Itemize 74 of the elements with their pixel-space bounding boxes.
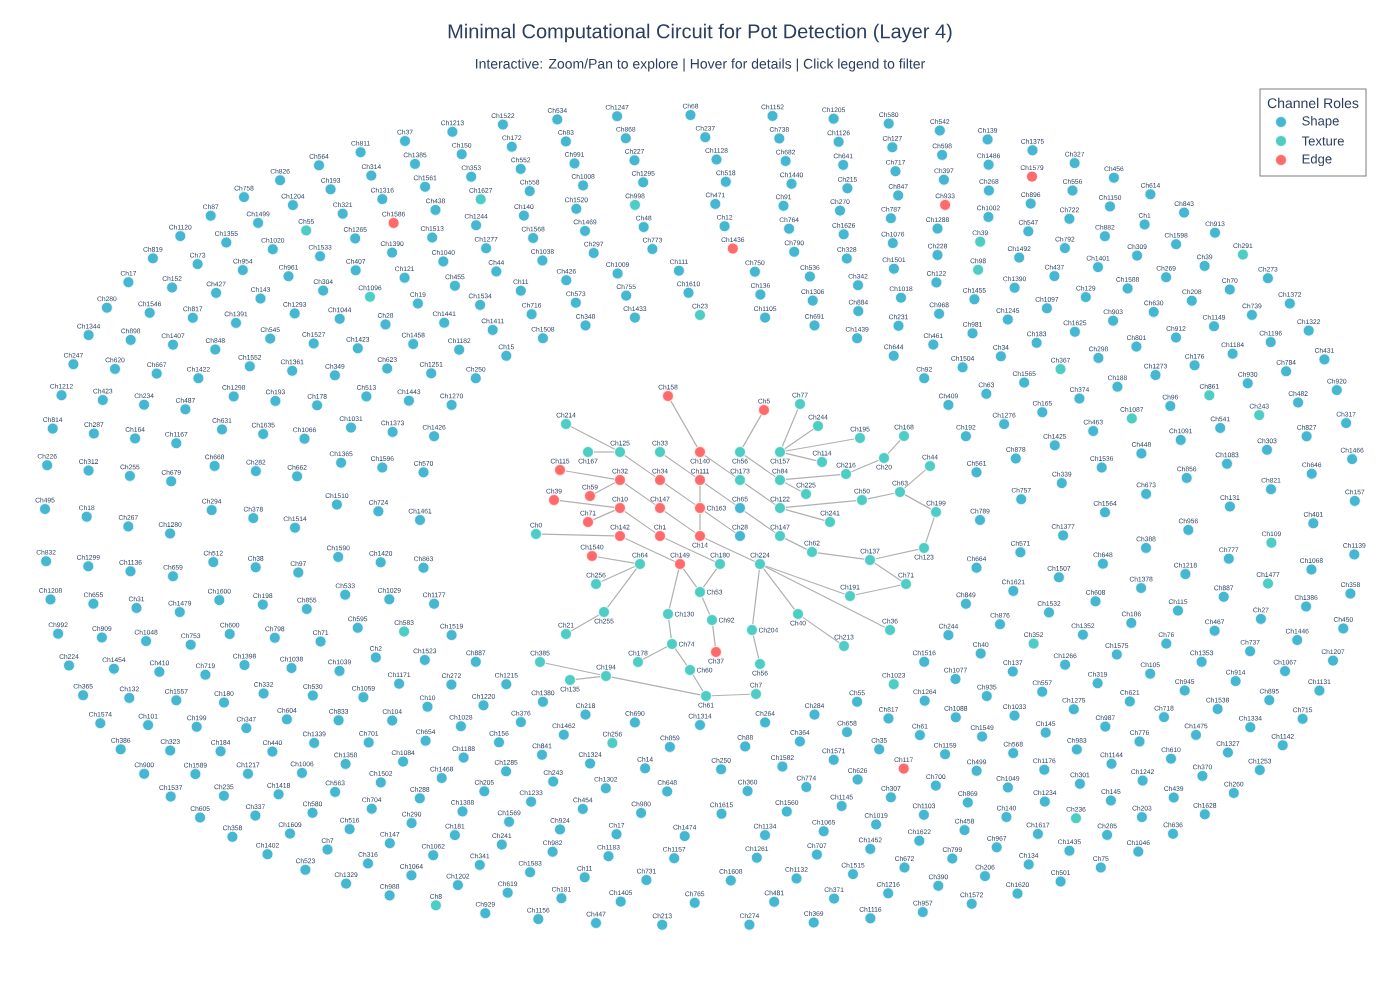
- edge-line: [704, 510, 736, 534]
- edge-line: [699, 485, 701, 503]
- edge-line: [606, 568, 638, 608]
- edge-line: [802, 616, 840, 644]
- edge-line: [850, 459, 880, 473]
- edge-line: [752, 569, 760, 625]
- edge-line: [692, 674, 704, 692]
- edge-line: [867, 492, 895, 500]
- edge-line: [664, 454, 696, 478]
- edge-line: [545, 662, 601, 676]
- edge-line: [781, 408, 799, 448]
- edge-line: [874, 562, 902, 582]
- edge-line: [570, 614, 600, 632]
- edge-line: [904, 494, 932, 510]
- edge-line: [855, 584, 901, 596]
- edge-line: [785, 509, 825, 521]
- edge-line: [712, 625, 716, 647]
- edge-line: [674, 648, 688, 666]
- edge-line: [593, 451, 615, 453]
- edge-line: [764, 566, 886, 628]
- edge-line: [624, 510, 656, 534]
- edge-line: [592, 509, 616, 521]
- edge-line: [785, 438, 855, 452]
- edge-line: [704, 537, 756, 563]
- edge-line: [670, 400, 698, 448]
- edge-line: [744, 454, 776, 478]
- edge-line: [875, 548, 919, 560]
- edge-line: [903, 469, 927, 489]
- edge-line: [887, 439, 901, 455]
- legend-title: Channel Roles: [1267, 97, 1359, 109]
- legend-label: Texture: [1301, 136, 1344, 146]
- edge-line: [664, 482, 696, 506]
- edge-line: [624, 482, 656, 506]
- edge-line: [668, 619, 672, 639]
- edge-line: [784, 428, 814, 450]
- edge-line: [611, 676, 701, 696]
- edge-line: [785, 452, 817, 462]
- subtitle: Interactive: Zoom/Pan to explore | Hover for details | Click legend to filter: [476, 58, 925, 72]
- edge-line: [784, 538, 808, 550]
- edge-line: [559, 500, 615, 508]
- edge-line: [764, 565, 846, 595]
- edge-line: [664, 537, 716, 563]
- edge-line: [704, 454, 736, 478]
- edge-line: [600, 565, 636, 583]
- edge-line: [744, 482, 776, 506]
- edge-line: [701, 596, 711, 616]
- edge-line: [541, 533, 615, 537]
- edge-line: [763, 568, 796, 610]
- edge-line: [668, 569, 680, 609]
- edge-line: [624, 454, 656, 478]
- edge-line: [785, 499, 857, 509]
- edge-line: [664, 510, 696, 534]
- edge-line: [711, 693, 751, 697]
- edge-line: [699, 513, 701, 531]
- edge-line: [594, 482, 616, 494]
- edge-line: [575, 676, 601, 680]
- edge-line: [925, 517, 935, 543]
- title: Minimal Computational Circuit for Pot Detection (Layer 4): [448, 23, 952, 43]
- edge-line: [624, 537, 676, 563]
- edge-line: [682, 568, 698, 588]
- edge-line: [817, 552, 865, 560]
- edge-line: [704, 482, 736, 506]
- edge-line: [570, 426, 616, 450]
- edge-line: [784, 482, 802, 492]
- edge-line: [642, 646, 668, 660]
- legend-label: Edge: [1302, 153, 1332, 167]
- edge-line: [752, 635, 760, 659]
- edge-line: [742, 414, 762, 448]
- edge-line: [565, 470, 615, 480]
- edge-line: [785, 473, 841, 481]
- edge-line: [702, 568, 718, 588]
- edge-line: [597, 556, 635, 564]
- legend-label: Shape: [1302, 115, 1339, 129]
- edge-line: [744, 510, 776, 534]
